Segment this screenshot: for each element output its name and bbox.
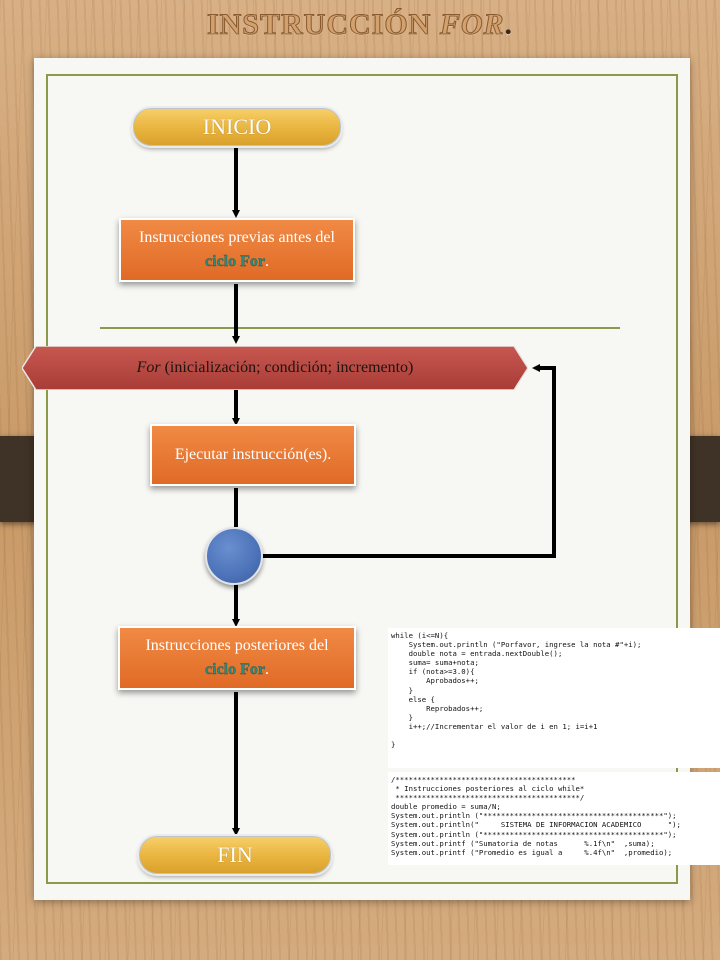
post-end: . (264, 661, 269, 678)
code-line (391, 731, 717, 740)
code-line: double promedio = suma/N; (391, 802, 501, 812)
code-line: * Instrucciones posteriores al ciclo whi… (391, 784, 585, 794)
code-line: suma= suma+nota; (391, 658, 479, 668)
code-line: System.out.println ("Porfavor, ingrese l… (391, 640, 642, 650)
for-statement-text: For(inicialización; condición; increment… (22, 346, 528, 390)
pre-highlight: ciclo For (205, 253, 265, 270)
code-snippet-while-loop: while (i<=N){ System.out.println ("Porfa… (388, 628, 720, 768)
pre-instructions-label: Instrucciones previas antes del ciclo Fo… (131, 226, 343, 274)
code-line: Reprobados++; (391, 703, 484, 713)
title-main: INSTRUCCIÓN (206, 8, 440, 42)
start-terminal: INICIO (133, 108, 341, 146)
loop-junction-node (205, 527, 263, 585)
code-line: System.out.println ("*******************… (391, 829, 677, 839)
slide-title: INSTRUCCIÓN FOR. (0, 8, 720, 42)
code-line: double nota = entrada.nextDouble(); (391, 649, 563, 659)
code-line: /***************************************… (391, 775, 576, 784)
start-label: INICIO (202, 114, 272, 139)
for-bar-shape (22, 346, 528, 390)
code-line: System.out.printf ("Sumatoria de notas %… (391, 838, 655, 848)
pre-instructions-box: Instrucciones previas antes del ciclo Fo… (119, 218, 355, 282)
execute-label: Ejecutar instrucción(es). (174, 446, 332, 463)
post-instructions-label: Instrucciones posteriores del ciclo For. (130, 634, 344, 682)
code-line: if (nota>=3.0){ (391, 667, 475, 677)
end-label: FIN (217, 842, 253, 867)
code-snippet-after-loop: /***************************************… (388, 772, 720, 865)
post-instructions-box: Instrucciones posteriores del ciclo For. (118, 626, 356, 690)
code-line: } (391, 712, 413, 722)
for-statement-bar: For(inicialización; condición; increment… (22, 346, 528, 390)
loop-back-arrow (262, 364, 556, 558)
for-keyword: For (136, 359, 161, 376)
pre-text: Instrucciones previas antes del (139, 229, 335, 246)
for-rest: (inicialización; condición; incremento) (164, 359, 414, 376)
code-line: while (i<=N){ (391, 631, 449, 640)
code-line: else { (391, 694, 435, 704)
pre-end: . (264, 253, 269, 270)
code-line: ****************************************… (391, 793, 585, 803)
code-line: i++;//Incrementar el valor de i en 1; i=… (391, 721, 598, 731)
title-dot: . (504, 8, 514, 41)
code-line: System.out.printf ("Promedio es igual a … (391, 847, 673, 857)
paper-frame (46, 74, 678, 884)
code-line: Aprobados++; (391, 676, 479, 686)
code-line: } (391, 740, 396, 750)
divider-line (100, 327, 620, 329)
execute-instructions-box: Ejecutar instrucción(es). (150, 424, 356, 486)
post-highlight: ciclo For (205, 661, 265, 678)
title-italic: FOR (439, 8, 505, 42)
code-line: } (391, 685, 413, 695)
post-text: Instrucciones posteriores del (145, 637, 329, 654)
end-terminal: FIN (139, 836, 331, 874)
code-line: System.out.println(" SISTEMA DE INFORMAC… (391, 820, 681, 830)
code-line: System.out.println ("*******************… (391, 811, 677, 821)
